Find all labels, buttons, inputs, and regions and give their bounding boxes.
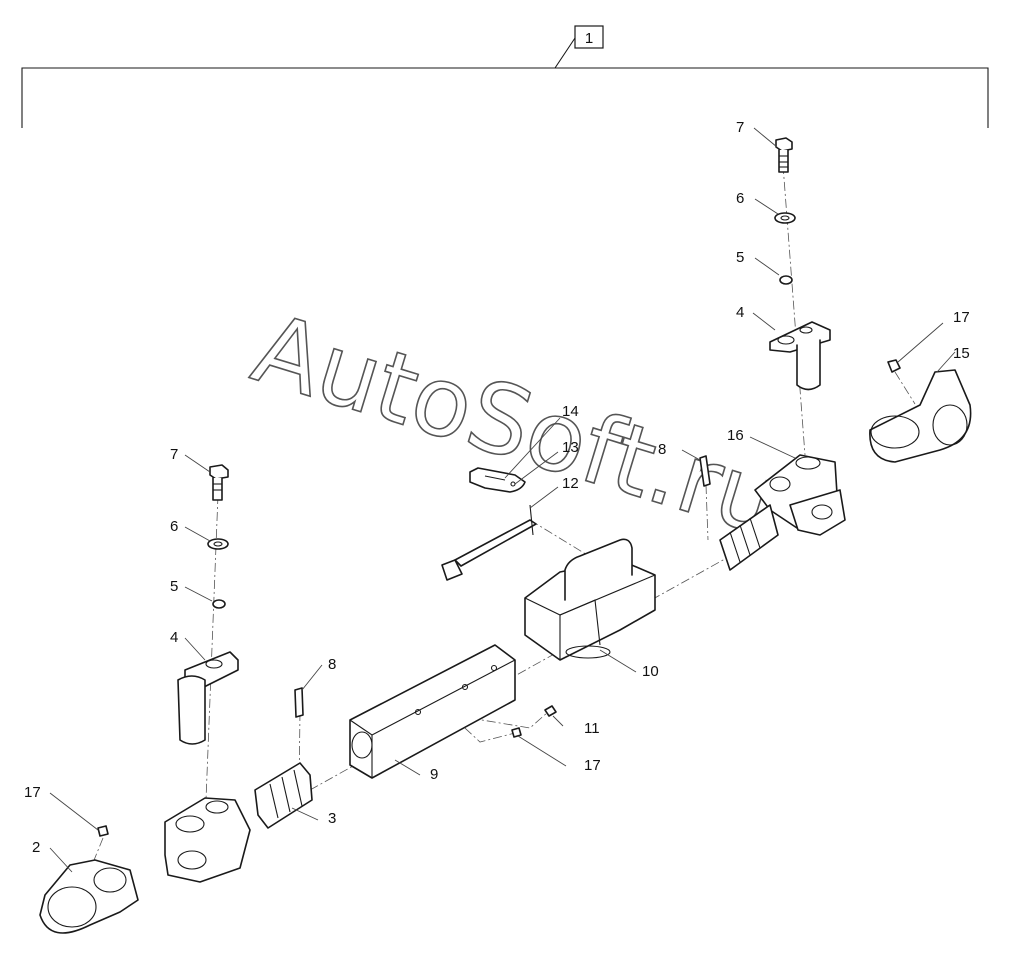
callout-5-upper: 5 (736, 249, 744, 266)
washer-upper (774, 212, 796, 224)
bolt-upper (775, 137, 793, 173)
callout-6-upper: 6 (736, 190, 744, 207)
callout-8-left: 8 (328, 656, 336, 673)
pin-plate-lower (177, 651, 239, 745)
assembly-bracket: 1 (21, 25, 989, 128)
adjuster-tube-9 (349, 644, 516, 779)
spring-bar-12 (441, 504, 537, 581)
spacer-upper (779, 275, 793, 285)
callout-16: 16 (727, 427, 744, 444)
washer-lower (207, 538, 229, 550)
callout-6-lower: 6 (170, 518, 178, 535)
hook-14 (469, 467, 526, 493)
callout-8-right: 8 (658, 441, 666, 458)
leader-lines (49, 127, 956, 873)
spacer-lower (212, 599, 226, 609)
clip-10 (524, 538, 656, 661)
callout-3: 3 (328, 810, 336, 827)
clevis-left (164, 762, 313, 883)
callout-17-left: 17 (24, 784, 41, 801)
ball-joint-left (39, 825, 139, 934)
callout-4-upper: 4 (736, 304, 744, 321)
callout-7-lower: 7 (170, 446, 178, 463)
callout-4-lower: 4 (170, 629, 178, 646)
callout-13: 13 (562, 439, 579, 456)
roll-pin-right (699, 455, 711, 487)
callout-17-right: 17 (953, 309, 970, 326)
pin-plate-upper (769, 321, 831, 391)
callout-12: 12 (562, 475, 579, 492)
bolt-lower (209, 464, 229, 501)
watermark: AutoSoft.ru (241, 292, 793, 558)
callout-7-upper: 7 (736, 119, 744, 136)
callout-11: 11 (584, 720, 600, 737)
ball-joint-right (869, 359, 972, 463)
callout-2: 2 (32, 839, 40, 856)
callout-labels: 7 6 5 4 17 15 16 14 13 12 8 7 6 5 4 8 10… (24, 119, 970, 856)
assembly-number: 1 (585, 30, 593, 47)
grease-nipple-11 (544, 705, 557, 717)
callout-5-lower: 5 (170, 578, 178, 595)
grease-nipple-17-center (511, 727, 522, 738)
callout-17-center: 17 (584, 757, 601, 774)
callout-14: 14 (562, 403, 579, 420)
callout-10: 10 (642, 663, 659, 680)
roll-pin-left (294, 687, 304, 718)
callout-9: 9 (430, 766, 438, 783)
callout-15: 15 (953, 345, 970, 362)
clevis-right (719, 454, 846, 571)
